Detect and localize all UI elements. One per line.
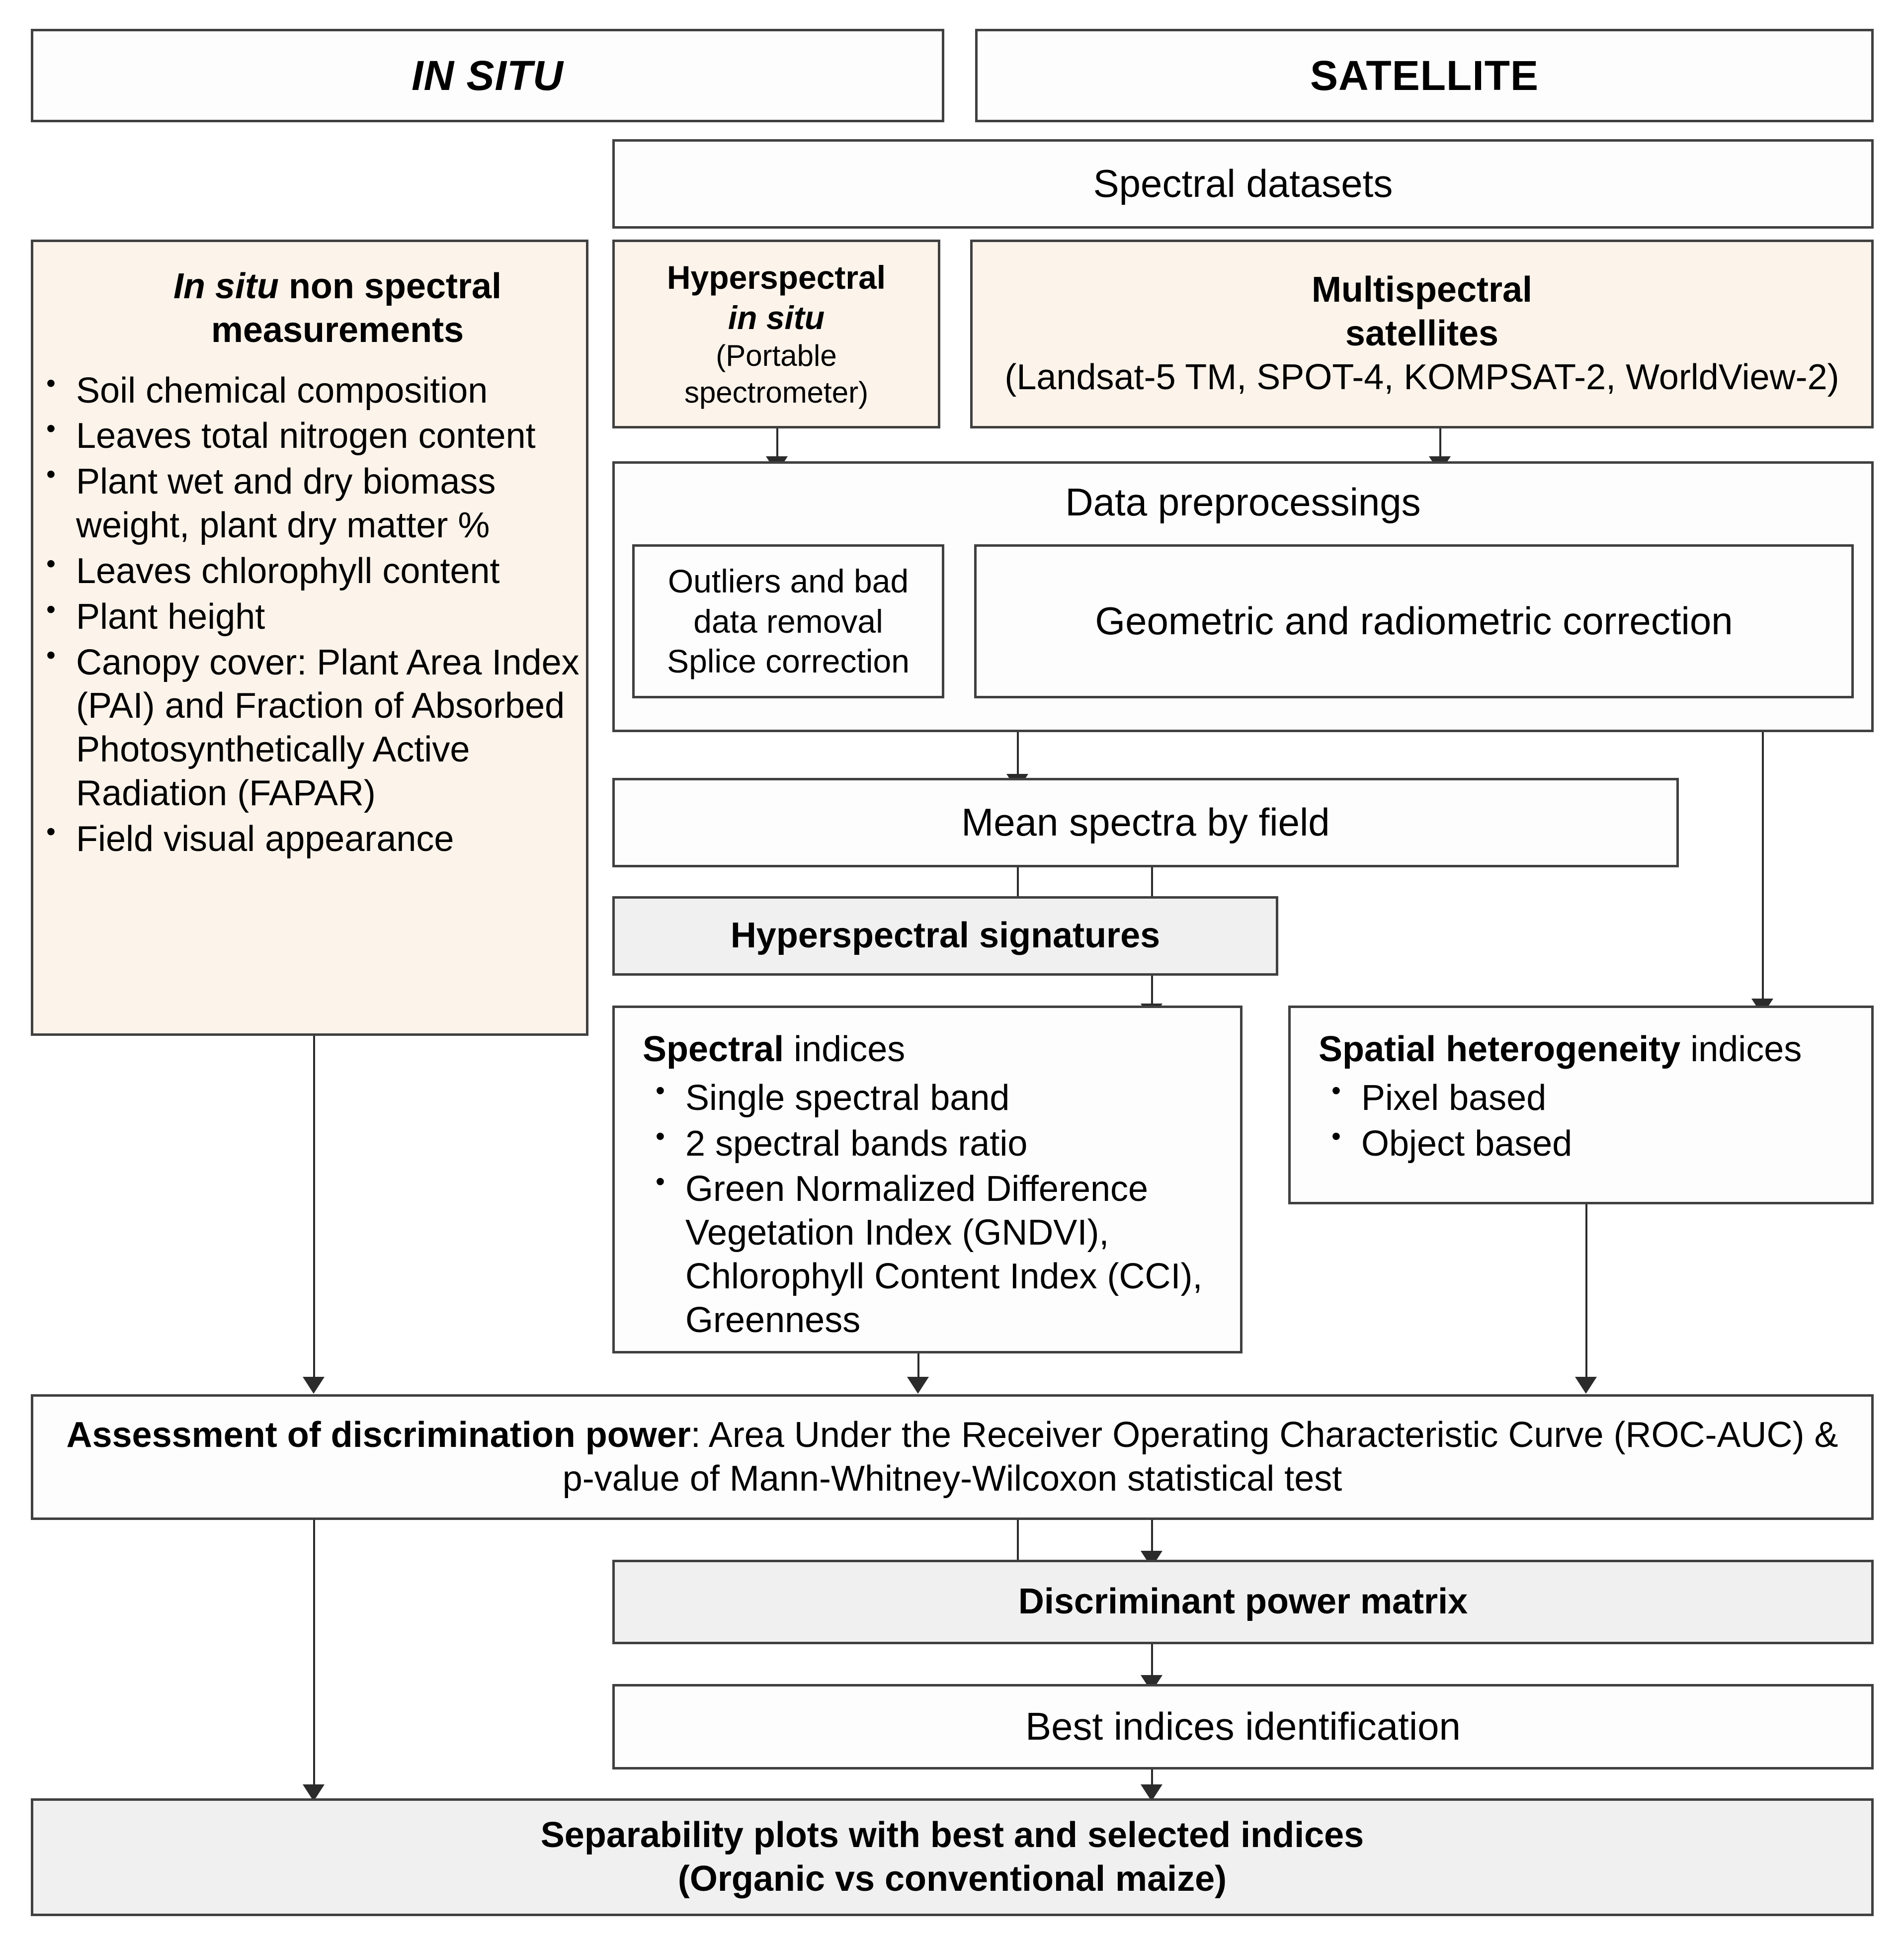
- hyperspectral-line2: in situ: [728, 299, 825, 336]
- list-item: Green Normalized Difference Vegetation I…: [643, 1166, 1240, 1342]
- outliers-removal-line1: Outliers and bad: [667, 563, 909, 600]
- box-in-situ-measurements: In situ non spectral measurements Soil c…: [31, 240, 588, 1036]
- best-indices-label: Best indices identification: [1025, 1704, 1461, 1749]
- arrow-line-assessment-to-separability: [313, 1520, 315, 1798]
- arrow-line-assessment-stub: [1017, 1520, 1019, 1570]
- spectral-indices-list: Single spectral band 2 spectral bands ra…: [615, 1075, 1240, 1345]
- list-item: Leaves total nitrogen content: [33, 413, 586, 458]
- header-in-situ-label: IN SITU: [412, 52, 564, 99]
- box-separability-plots: Separability plots with best and selecte…: [31, 1798, 1874, 1916]
- assessment-text: Assessment of discrimination power: Area…: [66, 1415, 1838, 1499]
- hyperspectral-signatures-label: Hyperspectral signatures: [730, 916, 1160, 956]
- multispectral-line3: (Landsat-5 TM, SPOT-4, KOMPSAT-2, WorldV…: [1004, 357, 1839, 397]
- list-item: Pixel based: [1319, 1075, 1871, 1120]
- arrow-line-matrix-to-best: [1151, 1644, 1153, 1679]
- arrow-line-indices-to-assessment: [917, 1353, 919, 1379]
- multispectral-line2: satellites: [1345, 314, 1499, 354]
- spectral-indices-title: Spectral indices: [643, 1029, 906, 1069]
- box-hyperspectral-in-situ: Hyperspectral in situ (Portable spectrom…: [612, 240, 940, 428]
- arrow-line-signatures-to-indices: [1151, 976, 1153, 1006]
- list-item: 2 spectral bands ratio: [643, 1120, 1240, 1166]
- list-item: Field visual appearance: [33, 816, 586, 861]
- mean-spectra-label: Mean spectra by field: [961, 800, 1330, 844]
- list-item: Soil chemical composition: [33, 367, 586, 413]
- arrow-line-insitu-to-assessment: [313, 1036, 315, 1379]
- box-spectral-indices: Spectral indices Single spectral band 2 …: [612, 1006, 1242, 1353]
- hyperspectral-line1: Hyperspectral: [666, 259, 886, 296]
- header-in-situ: IN SITU: [31, 29, 944, 122]
- arrow-line-hyper-to-preproc: [776, 428, 778, 458]
- list-item: Plant wet and dry biomass weight, plant …: [33, 458, 586, 548]
- outliers-removal-line3: Splice correction: [667, 643, 910, 680]
- hyperspectral-line3: (Portable spectrometer): [684, 339, 869, 409]
- spatial-heterogeneity-title: Spatial heterogeneity indices: [1319, 1029, 1802, 1069]
- spatial-heterogeneity-list: Pixel based Object based: [1291, 1075, 1871, 1168]
- box-multispectral-satellites: Multispectral satellites (Landsat-5 TM, …: [970, 240, 1874, 428]
- geometric-correction-label: Geometric and radiometric correction: [1095, 599, 1733, 643]
- arrow-line-mean-to-signatures: [1017, 867, 1019, 898]
- data-preprocessings-title: Data preprocessings: [1065, 480, 1421, 524]
- box-geometric-correction: Geometric and radiometric correction: [974, 544, 1854, 698]
- list-item: Plant height: [33, 593, 586, 639]
- list-item: Object based: [1319, 1120, 1871, 1166]
- separability-line1: Separability plots with best and selecte…: [540, 1815, 1364, 1855]
- list-item: Single spectral band: [643, 1075, 1240, 1120]
- in-situ-measurements-list: Soil chemical composition Leaves total n…: [33, 367, 586, 863]
- arrow-line-preproc-to-mean: [1017, 732, 1019, 776]
- spectral-datasets-label: Spectral datasets: [1093, 162, 1393, 206]
- arrow-line-mean-stub: [1151, 867, 1153, 897]
- box-spatial-heterogeneity: Spatial heterogeneity indices Pixel base…: [1288, 1006, 1874, 1204]
- box-discriminant-matrix: Discriminant power matrix: [612, 1560, 1874, 1644]
- arrow-head-insitu-to-assessment: [303, 1377, 325, 1394]
- in-situ-measurements-title: In situ non spectral measurements: [173, 266, 502, 350]
- box-mean-spectra: Mean spectra by field: [612, 778, 1679, 867]
- box-best-indices: Best indices identification: [612, 1684, 1874, 1769]
- list-item: Canopy cover: Plant Area Index (PAI) and…: [33, 639, 586, 816]
- arrow-line-assessment-to-matrix: [1151, 1520, 1153, 1570]
- header-satellite: SATELLITE: [975, 29, 1874, 122]
- discriminant-matrix-label: Discriminant power matrix: [1018, 1582, 1468, 1622]
- list-item: Leaves chlorophyll content: [33, 548, 586, 593]
- arrow-line-multi-to-preproc: [1439, 428, 1441, 458]
- box-spectral-datasets: Spectral datasets: [612, 139, 1874, 229]
- separability-line2: (Organic vs conventional maize): [677, 1858, 1227, 1899]
- box-outliers-removal: Outliers and bad data removal Splice cor…: [632, 544, 944, 698]
- outliers-removal-line2: data removal: [693, 602, 883, 640]
- box-hyperspectral-signatures: Hyperspectral signatures: [612, 896, 1278, 976]
- arrow-line-best-to-separability: [1151, 1769, 1153, 1796]
- multispectral-line1: Multispectral: [1311, 270, 1533, 310]
- arrow-head-indices-to-assessment: [907, 1377, 929, 1394]
- arrow-head-spatial-to-assessment: [1575, 1377, 1597, 1394]
- arrow-line-preproc-to-spatial: [1762, 732, 1764, 1001]
- header-satellite-label: SATELLITE: [1310, 52, 1539, 99]
- arrow-line-spatial-to-assessment: [1585, 1204, 1587, 1379]
- box-assessment: Assessment of discrimination power: Area…: [31, 1394, 1874, 1520]
